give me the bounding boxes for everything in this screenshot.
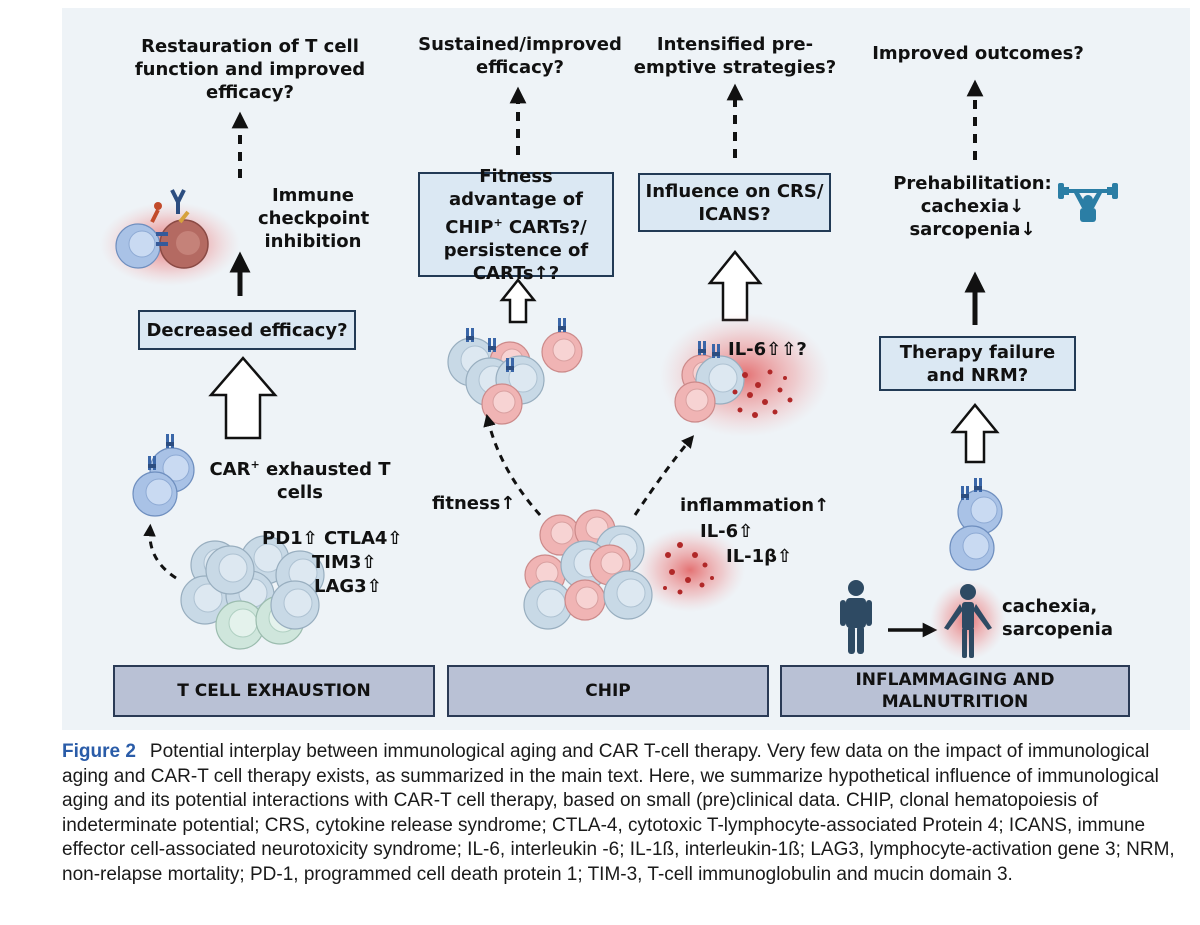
middle-left-outcome-label: Sustained/improved efficacy? bbox=[418, 34, 622, 78]
cachexia-label: cachexia, sarcopenia bbox=[1002, 596, 1113, 640]
therapy-failure-box: Therapy failure and NRM? bbox=[879, 336, 1076, 391]
cytokine-dots-icon bbox=[732, 369, 793, 418]
weightlifter-icon bbox=[1058, 183, 1118, 222]
chip-fitness-art bbox=[447, 86, 583, 516]
right-outcome-label: Improved outcomes? bbox=[872, 43, 1084, 64]
caption-text: Potential interplay between immunologica… bbox=[62, 741, 1175, 885]
checkpoint-label: Immune checkpoint inhibition bbox=[258, 185, 370, 252]
fitness-label: fitness↑ bbox=[432, 493, 516, 514]
middle-right-outcome-label: Intensified pre-emptive strategies? bbox=[633, 34, 837, 78]
right-column-art bbox=[840, 79, 1118, 660]
section-inflammaging: INFLAMMAGING AND MALNUTRITION bbox=[780, 665, 1130, 717]
chip-inflammation-art bbox=[523, 83, 830, 630]
figure-label: Figure 2 bbox=[62, 741, 136, 762]
crs-icans-box: Influence on CRS/ ICANS? bbox=[638, 173, 831, 232]
fitness-advantage-box: Fitness advantage of CHIP+ CARTs?/ persi… bbox=[418, 166, 614, 284]
car-exhausted-label: CAR+ exhausted T cells bbox=[209, 458, 391, 503]
il6-cell-label: IL-6⇧⇧? bbox=[728, 339, 807, 360]
il1b-label: IL-1β⇧ bbox=[726, 546, 793, 567]
person-icon bbox=[944, 584, 992, 658]
inflammation-label: inflammation↑ bbox=[680, 495, 830, 516]
left-outcome-label: Restauration of T cell function and impr… bbox=[134, 36, 366, 103]
marker-label-1: PD1⇧ CTLA4⇧ bbox=[262, 528, 403, 549]
marker-label-3: LAG3⇧ bbox=[314, 576, 382, 597]
marker-label-2: TIM3⇧ bbox=[312, 552, 377, 573]
prehabilitation-label: Prehabilitation: cachexia↓ sarcopenia↓ bbox=[893, 173, 1052, 240]
left-column-art bbox=[100, 111, 325, 650]
decreased-efficacy-box: Decreased efficacy? bbox=[138, 310, 356, 350]
il6-label: IL-6⇧ bbox=[700, 521, 754, 542]
section-t-cell-exhaustion: T CELL EXHAUSTION bbox=[113, 665, 435, 717]
section-chip: CHIP bbox=[447, 665, 769, 717]
person-icon bbox=[840, 580, 872, 654]
